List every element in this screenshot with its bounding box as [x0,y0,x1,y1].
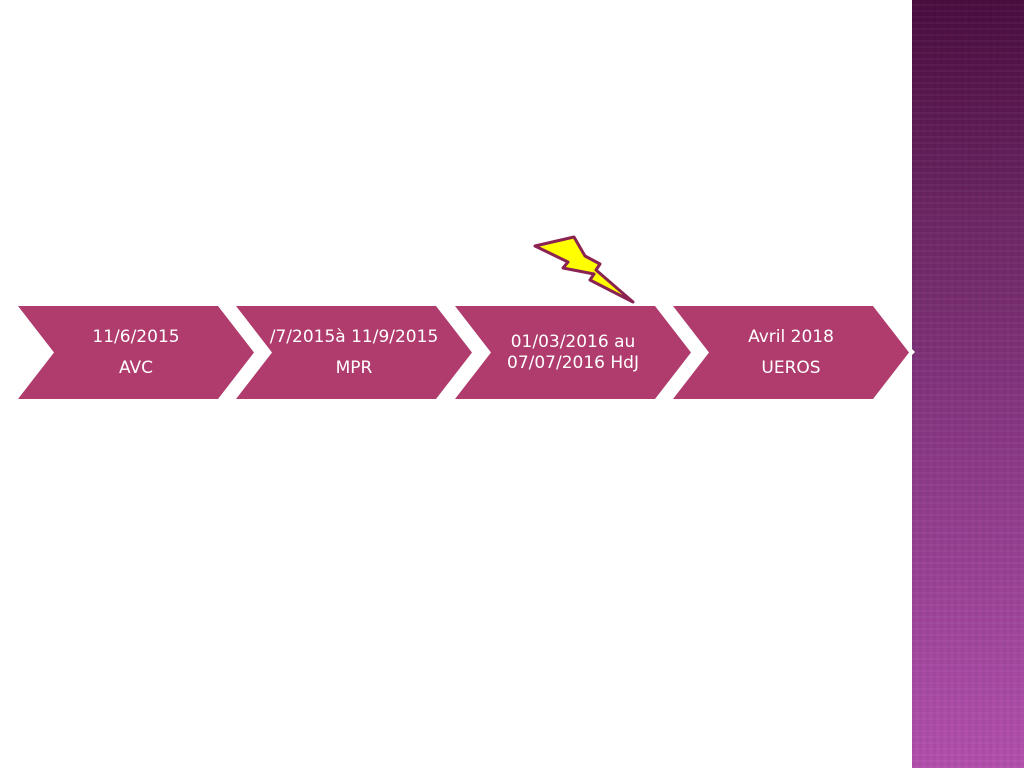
timeline-step-date: 01/03/2016 au [510,331,636,352]
timeline-step-mpr: /7/2015à 11/9/2015 MPR [236,306,472,399]
timeline-step-date: /7/2015à 11/9/2015 [269,326,439,347]
timeline-step-date: 11/6/2015 [92,326,180,347]
timeline-step-label: AVC [118,357,154,378]
timeline-step-hdj: 01/03/2016 au 07/07/2016 HdJ [455,306,691,399]
decorative-side-bar [912,0,1024,768]
timeline-step-label: 07/07/2016 HdJ [507,352,639,373]
lightning-bolt-icon [533,235,635,304]
timeline-step-label: MPR [335,357,373,378]
timeline-step-date: Avril 2018 [748,326,834,347]
timeline-step-ueros: Avril 2018 UEROS [673,306,909,399]
timeline-step-avc: 11/6/2015 AVC [18,306,254,399]
timeline-step-label: UEROS [761,357,821,378]
side-bar-arrow-icon [908,345,915,359]
